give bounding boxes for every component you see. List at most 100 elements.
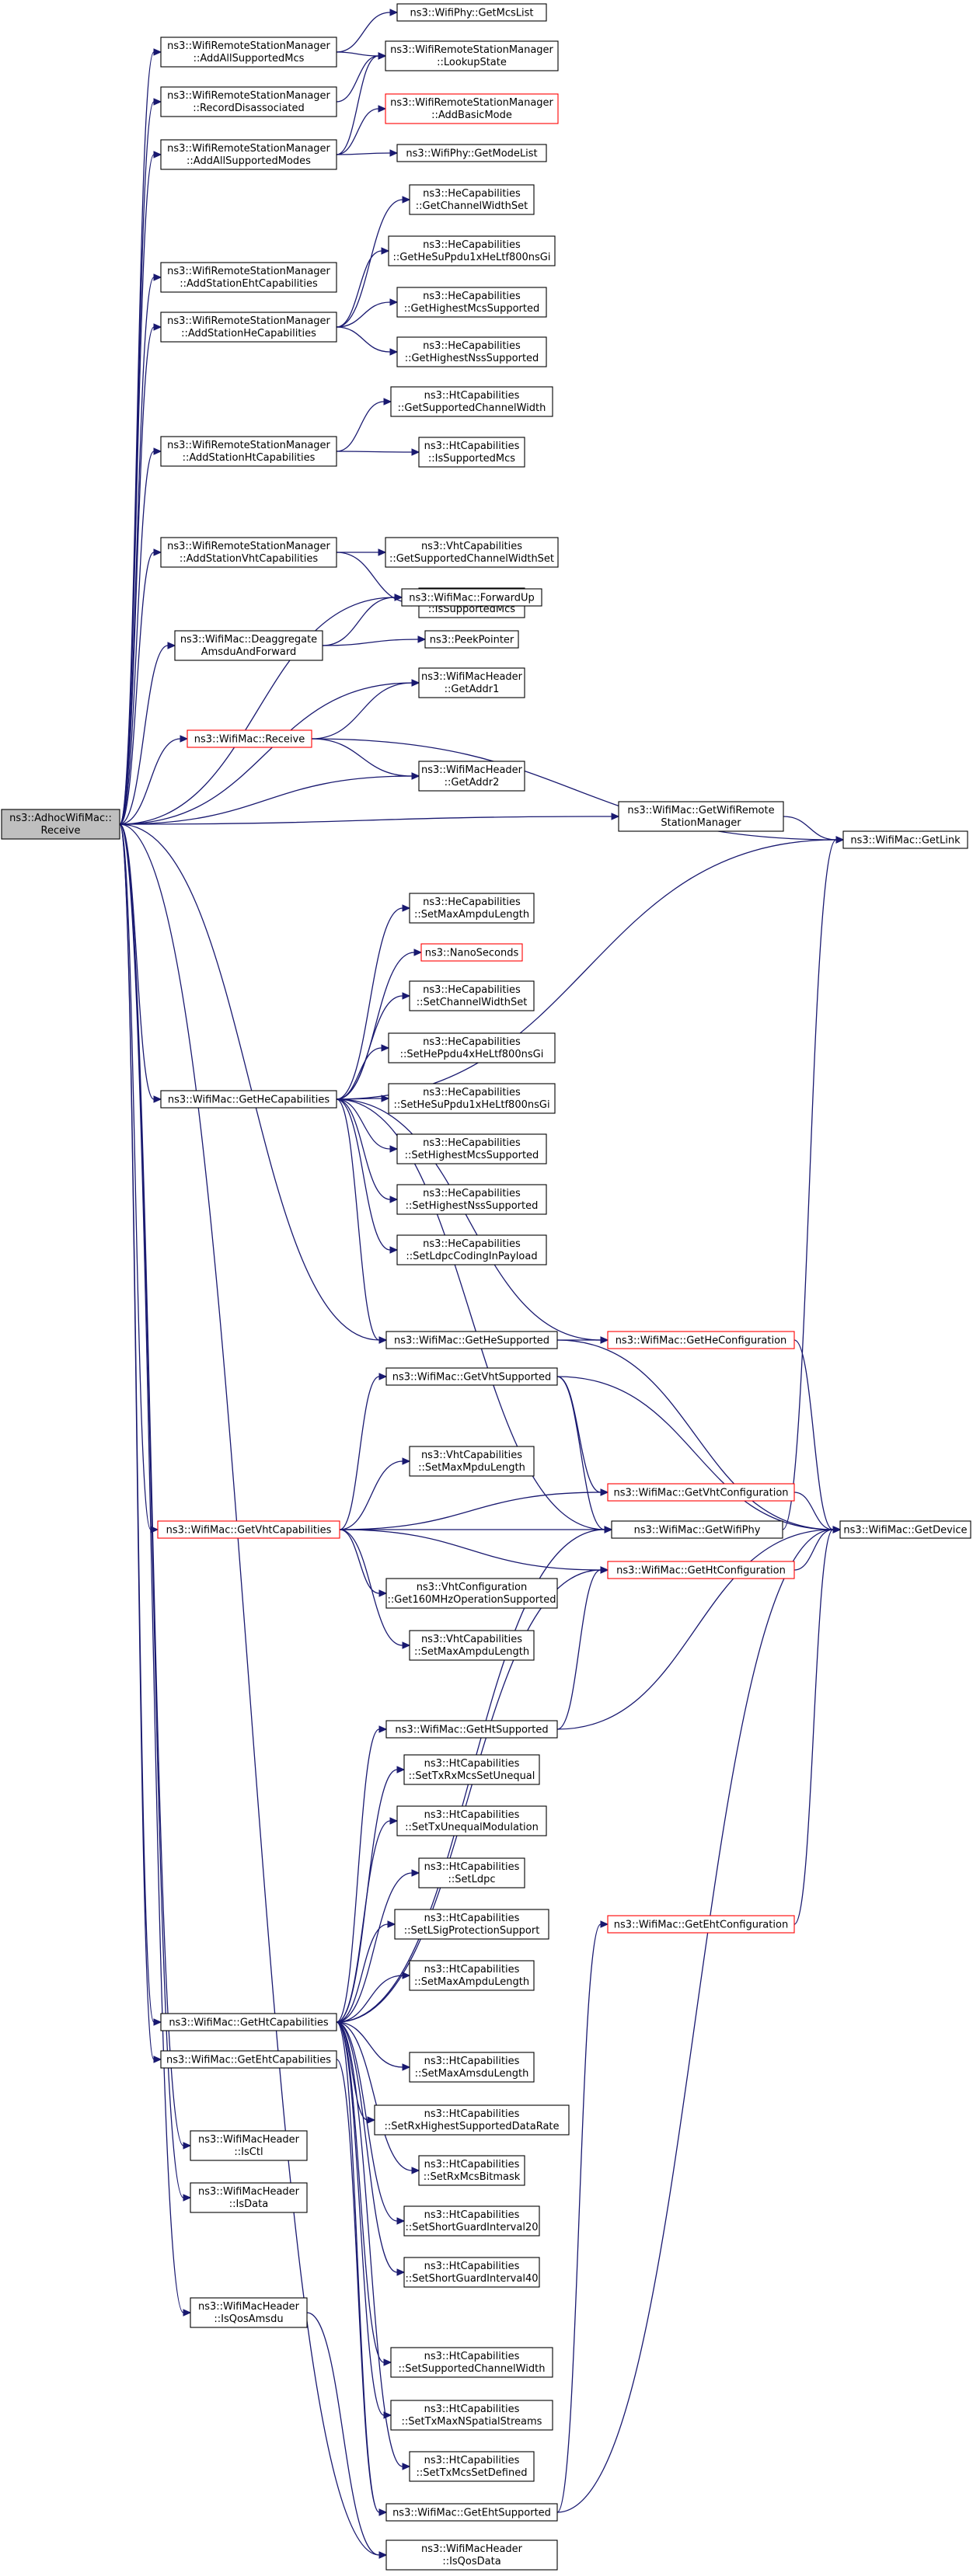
node-is-data[interactable]: ns3::WifiMacHeader::IsData [190, 2182, 308, 2213]
node-vht-set-max-ampdu[interactable]: ns3::VhtCapabilities::SetMaxAmpduLength [409, 1630, 535, 1661]
node-label: ns3::WifiRemoteStationManager [167, 440, 330, 451]
arrowhead-icon [402, 1457, 411, 1465]
node-he-get-highest-nss[interactable]: ns3::HeCapabilities::GetHighestNssSuppor… [396, 336, 547, 367]
arrowhead-icon [402, 1972, 411, 1979]
node-label: ns3::WifiRemoteStationManager [167, 143, 330, 155]
node-get-eht-supported[interactable]: ns3::WifiMac::GetEhtSupported [385, 2503, 558, 2522]
node-box [424, 630, 519, 649]
node-get-he-capabilities[interactable]: ns3::WifiMac::GetHeCapabilities [160, 1090, 337, 1109]
node-ht-set-lsig[interactable]: ns3::HtCapabilities::SetLSigProtectionSu… [394, 1909, 549, 1940]
node-vht-get-supported-channel-width-set[interactable]: ns3::VhtCapabilities::GetSupportedChanne… [385, 537, 559, 568]
call-edge [119, 816, 612, 825]
node-peek-pointer[interactable]: ns3::PeekPointer [424, 630, 519, 649]
node-he-set-highest-mcs[interactable]: ns3::HeCapabilities::SetHighestMcsSuppor… [396, 1133, 547, 1164]
node-get-vht-capabilities[interactable]: ns3::WifiMac::GetVhtCapabilities [157, 1520, 340, 1539]
node-add-station-eht[interactable]: ns3::WifiRemoteStationManager::AddStatio… [160, 262, 337, 293]
node-ht-set-max-ampdu[interactable]: ns3::HtCapabilities::SetMaxAmpduLength [409, 1960, 535, 1991]
node-label: ns3::HtCapabilities [424, 2455, 520, 2466]
node-get-eht-capabilities[interactable]: ns3::WifiMac::GetEhtCapabilities [160, 2050, 337, 2069]
node-label: ns3::HtCapabilities [424, 2056, 520, 2067]
node-ht-set-sgi40[interactable]: ns3::HtCapabilities::SetShortGuardInterv… [403, 2257, 540, 2288]
node-box [409, 893, 535, 924]
node-forward-up[interactable]: ns3::WifiMac::ForwardUp [401, 588, 542, 607]
node-nano-seconds[interactable]: ns3::NanoSeconds [420, 943, 523, 962]
node-ht-set-tx-rx-mcs-set-unequal[interactable]: ns3::HtCapabilities::SetTxRxMcsSetUnequa… [403, 1754, 540, 1785]
call-edge [793, 1529, 834, 1925]
node-is-ctl[interactable]: ns3::WifiMacHeader::IsCtl [190, 2130, 308, 2161]
node-ht-set-max-amsdu[interactable]: ns3::HtCapabilities::SetMaxAmsduLength [409, 2052, 535, 2083]
node-get-addr1[interactable]: ns3::WifiMacHeader::GetAddr1 [418, 667, 525, 698]
node-label-line2: ::AddStationVhtCapabilities [180, 553, 318, 565]
node-get-eht-configuration[interactable]: ns3::WifiMac::GetEhtConfiguration [607, 1915, 795, 1934]
node-he-set-he-su-ppdu1x[interactable]: ns3::HeCapabilities::SetHeSuPpdu1xHeLtf8… [388, 1083, 556, 1114]
node-ht-get-supported-channel-width[interactable]: ns3::HtCapabilities::GetSupportedChannel… [390, 386, 553, 417]
node-add-station-he[interactable]: ns3::WifiRemoteStationManager::AddStatio… [160, 312, 337, 343]
node-lookup-state[interactable]: ns3::WifiRemoteStationManager::LookupSta… [385, 40, 559, 71]
node-label: ns3::HeCapabilities [423, 1087, 521, 1098]
node-add-station-vht[interactable]: ns3::WifiRemoteStationManager::AddStatio… [160, 537, 337, 568]
arrowhead-icon [396, 2268, 406, 2276]
node-ht-set-ldpc[interactable]: ns3::HtCapabilities::SetLdpc [418, 1857, 525, 1888]
node-get-link[interactable]: ns3::WifiMac::GetLink [842, 830, 968, 849]
node-box [409, 1960, 535, 1991]
node-is-qos-amsdu[interactable]: ns3::WifiMacHeader::IsQosAmsdu [190, 2297, 308, 2328]
node-record-disassociated[interactable]: ns3::WifiRemoteStationManager::RecordDis… [160, 86, 337, 117]
node-box [839, 1520, 971, 1539]
node-box [409, 2451, 535, 2482]
node-get-ht-configuration[interactable]: ns3::WifiMac::GetHtConfiguration [607, 1561, 795, 1579]
node-box [190, 2182, 308, 2213]
node-label-line2: ::AddStationEhtCapabilities [180, 278, 318, 290]
node-label: ns3::WifiMacHeader [421, 2543, 523, 2555]
node-vht-set-max-mpdu[interactable]: ns3::VhtCapabilities::SetMaxMpduLength [409, 1446, 535, 1477]
node-he-set-ldpc[interactable]: ns3::HeCapabilities::SetLdpcCodingInPayl… [396, 1234, 547, 1265]
node-box [396, 1234, 547, 1265]
node-ht-is-supported-mcs[interactable]: ns3::HtCapabilities::IsSupportedMcs [418, 437, 525, 468]
node-he-get-he-su-ppdu[interactable]: ns3::HeCapabilities::GetHeSuPpdu1xHeLtf8… [388, 235, 556, 266]
arrowhead-icon [381, 247, 390, 255]
call-edge [119, 823, 380, 2556]
node-get-wifi-phy[interactable]: ns3::WifiMac::GetWifiPhy [611, 1520, 783, 1539]
node-get-mode-list[interactable]: ns3::WifiPhy::GetModeList [396, 144, 547, 162]
node-label-line2: ::SetTxMcsSetDefined [417, 2467, 528, 2479]
call-edge [556, 1339, 834, 1530]
node-ht-set-tx-unequal-modulation[interactable]: ns3::HtCapabilities::SetTxUnequalModulat… [396, 1805, 547, 1836]
node-he-set-max-ampdu[interactable]: ns3::HeCapabilities::SetMaxAmpduLength [409, 893, 535, 924]
node-get-vht-configuration[interactable]: ns3::WifiMac::GetVhtConfiguration [607, 1483, 795, 1502]
node-label: ns3::WifiRemoteStationManager [167, 315, 330, 327]
node-he-get-channel-width-set[interactable]: ns3::HeCapabilities::GetChannelWidthSet [409, 184, 535, 215]
node-ht-set-rx-mcs-bitmask[interactable]: ns3::HtCapabilities::SetRxMcsBitmask [418, 2155, 525, 2186]
node-he-set-highest-nss[interactable]: ns3::HeCapabilities::SetHighestNssSuppor… [396, 1184, 547, 1215]
node-is-qos-data[interactable]: ns3::WifiMacHeader::IsQosData [385, 2539, 558, 2571]
node-he-set-he-ppdu4x[interactable]: ns3::HeCapabilities::SetHePpdu4xHeLtf800… [388, 1032, 556, 1063]
node-get-ht-supported[interactable]: ns3::WifiMac::GetHtSupported [385, 1720, 558, 1739]
call-edge [339, 1529, 380, 1594]
arrowhead-icon [600, 1488, 609, 1496]
node-get-vht-supported[interactable]: ns3::WifiMac::GetVhtSupported [385, 1367, 558, 1386]
node-add-basic-mode[interactable]: ns3::WifiRemoteStationManager::AddBasicM… [385, 93, 559, 124]
node-ht-set-rx-highest[interactable]: ns3::HtCapabilities::SetRxHighestSupport… [374, 2104, 570, 2136]
node-ht-set-supported-channel-width[interactable]: ns3::HtCapabilities::SetSupportedChannel… [390, 2347, 553, 2378]
node-add-all-supported-mcs[interactable]: ns3::WifiRemoteStationManager::AddAllSup… [160, 37, 337, 68]
node-he-set-channel-width-set[interactable]: ns3::HeCapabilities::SetChannelWidthSet [409, 980, 535, 1011]
node-label: ns3::WifiRemoteStationManager [167, 541, 330, 552]
node-add-station-ht[interactable]: ns3::WifiRemoteStationManager::AddStatio… [160, 436, 337, 467]
node-get-device[interactable]: ns3::WifiMac::GetDevice [839, 1520, 971, 1539]
node-receive[interactable]: ns3::WifiMac::Receive [187, 729, 312, 748]
node-ht-set-sgi20[interactable]: ns3::HtCapabilities::SetShortGuardInterv… [403, 2205, 540, 2237]
call-edge [336, 108, 379, 155]
node-vht-get160[interactable]: ns3::VhtConfiguration::Get160MHzOperatio… [385, 1578, 558, 1609]
node-get-mcs-list[interactable]: ns3::WifiPhy::GetMcsList [396, 3, 547, 22]
node-get-wifi-remote-station-manager[interactable]: ns3::WifiMac::GetWifiRemoteStationManage… [618, 801, 784, 832]
node-he-get-highest-mcs[interactable]: ns3::HeCapabilities::GetHighestMcsSuppor… [396, 287, 547, 318]
node-ht-set-tx-max-nss[interactable]: ns3::HtCapabilities::SetTxMaxNSpatialStr… [390, 2400, 553, 2431]
node-get-ht-capabilities[interactable]: ns3::WifiMac::GetHtCapabilities [160, 2013, 337, 2031]
node-label: ns3::HeCapabilities [423, 239, 521, 251]
node-add-all-supported-modes[interactable]: ns3::WifiRemoteStationManager::AddAllSup… [160, 139, 337, 170]
node-get-he-supported[interactable]: ns3::WifiMac::GetHeSupported [385, 1331, 558, 1349]
node-get-addr2[interactable]: ns3::WifiMacHeader::GetAddr2 [418, 761, 525, 792]
arrowhead-icon [153, 323, 162, 331]
node-get-he-configuration[interactable]: ns3::WifiMac::GetHeConfiguration [607, 1331, 795, 1349]
node-ht-set-tx-mcs-set-defined[interactable]: ns3::HtCapabilities::SetTxMcsSetDefined [409, 2451, 535, 2482]
